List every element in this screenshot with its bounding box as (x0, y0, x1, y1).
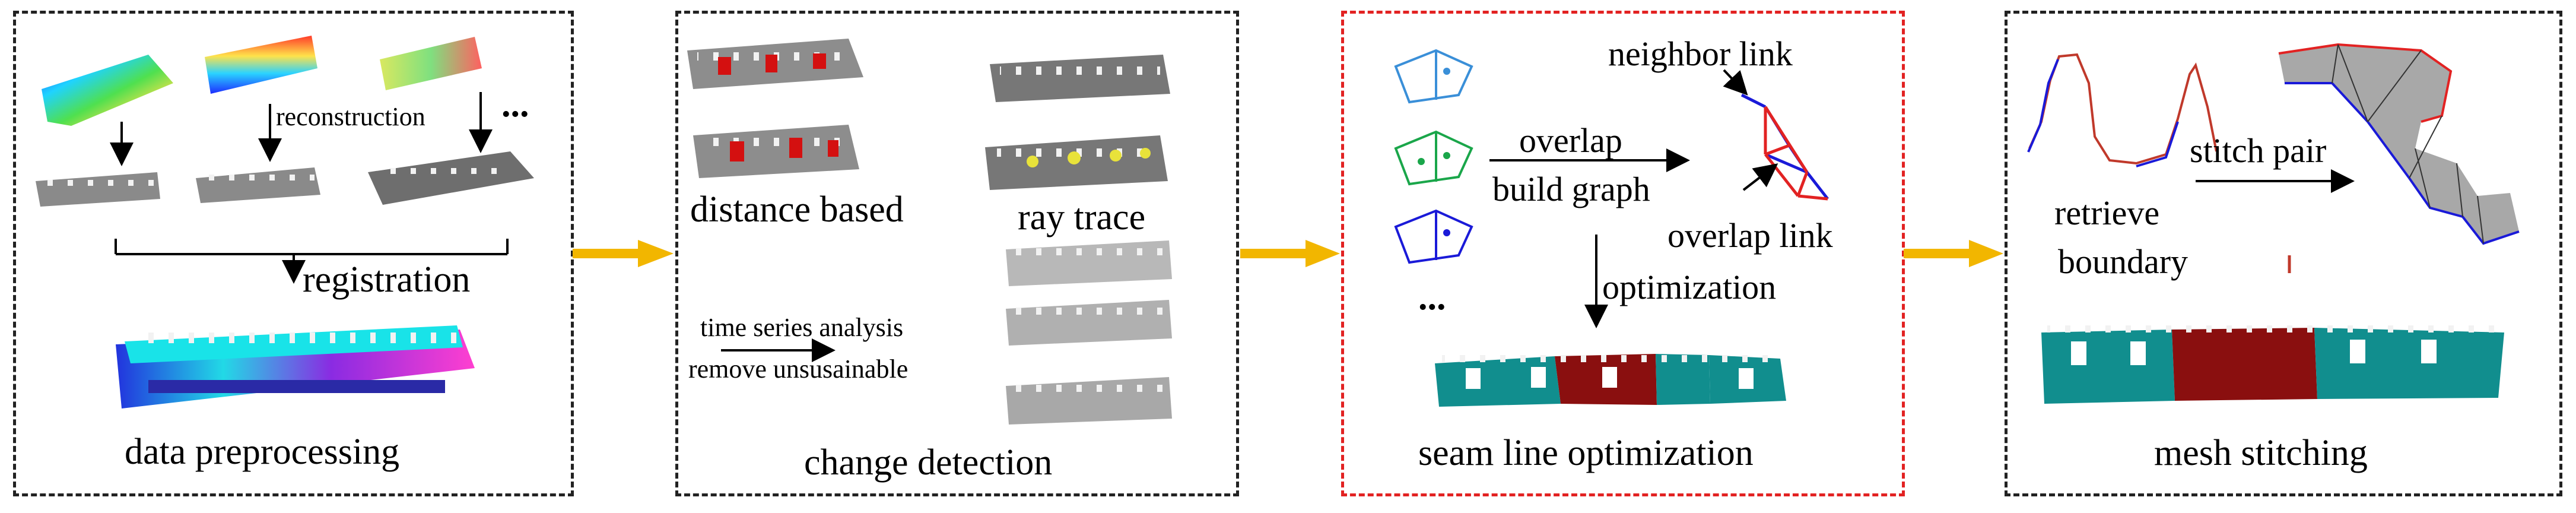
overlap-link-label: overlap link (1667, 216, 1833, 255)
stitched-pair-icon (2278, 43, 2520, 245)
retrieve-label: retrieve (2054, 194, 2160, 232)
graph-pointer-arrows (1723, 69, 1778, 191)
seam-mesh-icon (1435, 354, 1786, 407)
stitched-mesh-icon (2041, 325, 2504, 404)
colored-scan-icon (42, 36, 482, 126)
panel-change-detection (675, 11, 1239, 496)
graph-icon (1740, 93, 1829, 201)
gray-mesh-icon (36, 151, 534, 207)
panel-title-mesh-stitching: mesh stitching (2154, 433, 2368, 473)
boundary-label: boundary (2058, 242, 2189, 281)
optimization-label: optimization (1602, 268, 1777, 306)
time-series-label: time series analysis (700, 313, 904, 342)
registration-bracket (115, 239, 509, 284)
patch-icons (1394, 49, 1473, 264)
reconstruction-arrows (110, 92, 493, 166)
distance-based-label: distance based (690, 189, 904, 230)
time-series-mesh-stack (1006, 240, 1172, 425)
boundary-curve-icon (2027, 53, 2218, 167)
remove-label: remove unsusainable (688, 354, 909, 384)
panel-title-data-preprocessing: data preprocessing (125, 432, 400, 472)
panel-seam-line-optimization (1341, 11, 1905, 496)
panel-mesh-stitching (2005, 11, 2562, 496)
build-graph-label: build graph (1492, 170, 1650, 208)
registered-mesh-icon (116, 325, 475, 408)
stitch-pair-label: stitch pair (2190, 131, 2327, 170)
registration-label: registration (303, 259, 471, 300)
ray-trace-mesh-icon (985, 55, 1170, 190)
ray-trace-label: ray trace (1018, 197, 1146, 238)
ellipsis-label: ... (501, 84, 529, 125)
flow-arrow-1 (573, 240, 674, 267)
overlap-label: overlap (1519, 121, 1622, 160)
ellipsis-label: ... (1418, 277, 1446, 318)
distance-based-mesh-icon (687, 39, 863, 178)
flow-arrow-3 (1904, 240, 2003, 267)
reconstruction-label: reconstruction (276, 102, 425, 131)
flow-arrow-2 (1240, 240, 1340, 267)
panel-data-preprocessing (13, 11, 574, 496)
panel-title-change-detection: change detection (804, 442, 1053, 483)
flow-arrows (573, 240, 2003, 267)
panel-title-seam-line-optimization: seam line optimization (1418, 433, 1754, 473)
neighbor-link-label: neighbor link (1608, 34, 1793, 73)
